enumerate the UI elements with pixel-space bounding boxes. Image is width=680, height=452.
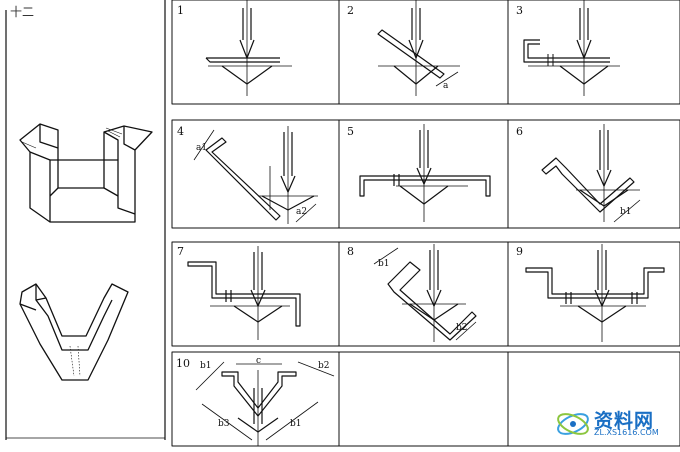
watermark-url: ZL.XS1616.COM [594, 428, 659, 437]
panel-4-number: 4 [177, 125, 184, 138]
dim-label-a1: a1 [196, 143, 208, 153]
panel-1-number: 1 [177, 4, 184, 17]
panel-9-drawing [525, 244, 665, 342]
panel-9-number: 9 [516, 245, 523, 258]
panel-7-drawing [187, 246, 301, 340]
dim-label-c: c [256, 356, 262, 366]
dim-label-b3: b3 [218, 419, 230, 429]
panel-5-drawing [359, 124, 491, 222]
panel-6-number: 6 [516, 125, 523, 138]
panel-10-number: 10 [176, 357, 190, 370]
dim-label-b2-p10: b2 [318, 361, 330, 371]
panel-2-number: 2 [347, 4, 354, 17]
dim-label-a: a [443, 81, 449, 91]
v-channel-3d-part [19, 283, 129, 381]
panel-1-drawing [205, 0, 292, 96]
panel-3-number: 3 [516, 4, 523, 17]
u-channel-3d-part [19, 123, 153, 223]
panel-3-drawing [523, 0, 620, 96]
panel-8-drawing [373, 244, 477, 342]
panel-10-drawing [195, 361, 335, 446]
dim-label-b1-p8: b1 [378, 259, 390, 269]
watermark-logo-icon [557, 413, 589, 435]
dim-label-b1-p6: b1 [620, 207, 632, 217]
panel-6-drawing [541, 124, 641, 223]
dim-label-a2: a2 [296, 207, 308, 217]
dim-label-b1-p10-bottom: b1 [290, 419, 302, 429]
dim-label-b2-p8: b2 [456, 323, 468, 333]
panel-7-number: 7 [177, 245, 184, 258]
panel-8-number: 8 [347, 245, 354, 258]
panel-frames [171, 0, 680, 447]
section-number-label: 十二 [10, 5, 35, 19]
watermark-brand: 资料网 [594, 410, 655, 432]
panel-5-number: 5 [347, 125, 354, 138]
dim-label-b1-p10: b1 [200, 361, 212, 371]
panel-4-drawing [193, 126, 318, 224]
panel-2-drawing [377, 0, 460, 96]
watermark: 资料网 ZL.XS1616.COM [554, 404, 674, 444]
